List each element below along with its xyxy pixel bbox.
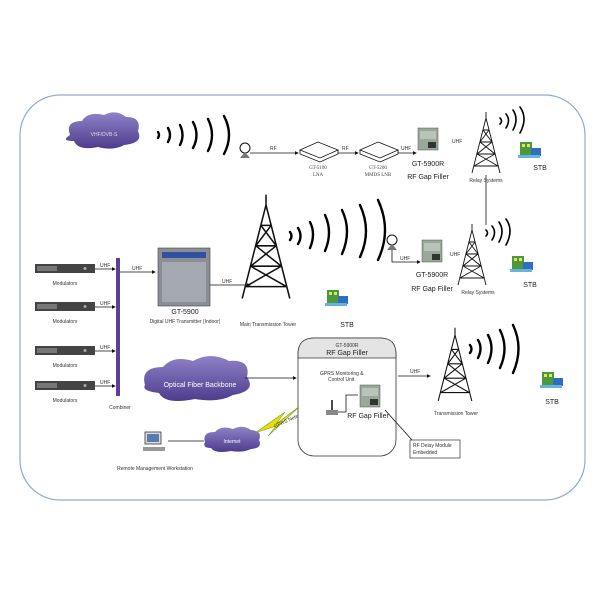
rf-delay-callout: RF Delay Module Embedded (409, 439, 461, 459)
bottom-internet-label: Internet (224, 439, 242, 445)
top-row-cloud-label: VHF/DVB-S (91, 132, 118, 138)
headend-modulators-2-label: Modulators (53, 363, 78, 369)
wireless-waves-icon (156, 114, 231, 156)
middle-row-uhf-out-label: UHF (450, 252, 460, 258)
bottom-box-name: RF Gap Filler (326, 350, 368, 357)
top-row-lna-model: GT-5100 (309, 166, 327, 171)
antenna-icon (326, 400, 338, 415)
middle-row-stb-right-label: STB (523, 282, 537, 289)
middle-row-relay-label: Relay Systems (461, 290, 495, 296)
bottom-delay-label-1: RF Delay Module (413, 443, 452, 449)
top-row-lnb-model: GT-5200 (369, 166, 387, 171)
headend-modulators-0-uhf: UHF (100, 263, 110, 269)
middle-row-tower-label: Main Transmission Tower (240, 322, 297, 328)
headend-modulators-0-label: Modulators (53, 281, 78, 287)
satellite-dish-icon (239, 142, 251, 158)
top-row-rf-label-2: RF (342, 146, 349, 152)
bottom-monitor-label-2: Control Unit (328, 377, 355, 383)
satellite-cloud: VHF/DVB-S (65, 112, 140, 149)
gap-filler-box: GT-5900R RF Gap Filler GPRS Monitoring &… (297, 337, 397, 457)
satellite-dish-icon (386, 234, 398, 250)
top-row-uhf-out-label: UHF (452, 139, 462, 145)
headend-transmitter-uhf: UHF (222, 279, 232, 285)
top-row-lna-name: LNA (313, 173, 324, 178)
middle-row-uhf-label: UHF (400, 256, 410, 262)
top-row-gap-filler-name: RF Gap Filler (407, 174, 449, 181)
optical-fiber-cloud: Optical Fiber Backbone (144, 356, 250, 401)
middle-row-stb-label: STB (340, 322, 354, 329)
modulators: Modulators Modulators Modulators Modulat… (35, 263, 116, 404)
bottom-delay-label-2: Embedded (413, 450, 437, 456)
headend-modulators-1-uhf: UHF (100, 301, 110, 307)
digital-transmitter (157, 247, 211, 307)
bottom-inner-gap-filler: RF Gap Filler (347, 413, 389, 420)
gap-filler-device (421, 239, 443, 263)
diagram-border (19, 94, 586, 501)
headend-modulators-3-label: Modulators (53, 398, 78, 404)
bottom-monitor-label-1: GPRS Monitoring & (320, 371, 364, 377)
bottom-uhf-label: UHF (410, 369, 420, 375)
top-row-rf-label-1: RF (270, 146, 277, 152)
top-row-uhf-label: UHF (401, 146, 411, 152)
combiner (116, 258, 120, 396)
headend-transmitter-model: GT-5900 (171, 309, 198, 316)
bottom-stb-label: STB (545, 399, 559, 406)
bottom-workstation-label: Remote Management Workstation (117, 466, 193, 472)
headend-combiner-uhf: UHF (132, 266, 142, 272)
headend-combiner-label: Combiner (109, 405, 131, 411)
headend-transmitter-name: Digital UHF Transmitter (Indoor) (150, 319, 221, 325)
top-row-stb-label: STB (533, 165, 547, 172)
top-row-gap-filler-model: GT-5900R (412, 161, 444, 168)
gap-filler-device (417, 127, 439, 151)
bottom-fiber-label: Optical Fiber Backbone (164, 382, 237, 389)
headend-modulators-2-uhf: UHF (100, 345, 110, 351)
middle-row-gap-filler-name: RF Gap Filler (411, 286, 453, 293)
headend-modulators-3-uhf: UHF (100, 380, 110, 386)
bottom-tower-label: Transmission Tower (434, 411, 479, 417)
internet-cloud: Internet (204, 426, 260, 452)
bottom-box-model: GT-5900R (335, 343, 358, 349)
workstation-icon (143, 431, 165, 451)
headend-modulators-1-label: Modulators (53, 319, 78, 325)
top-row-lnb-name: MMDS LNB (365, 173, 392, 178)
middle-row-gap-filler-model: GT-5900R (416, 272, 448, 279)
